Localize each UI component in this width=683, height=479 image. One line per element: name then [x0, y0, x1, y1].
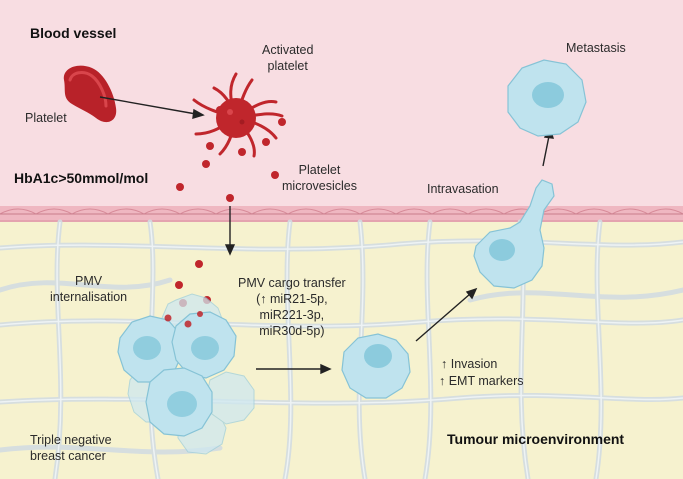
vessel-wall: [0, 206, 683, 222]
arrow-pmv-down: [224, 206, 236, 256]
label-pmv-internalisation-line2: internalisation: [50, 290, 128, 304]
arrow-to-intravasation: [415, 287, 478, 342]
tumour-region: [0, 220, 683, 479]
ecm-fibers-highlight: [0, 221, 683, 479]
tnbc-cluster: [117, 293, 255, 455]
label-platelet: Platelet: [25, 111, 67, 125]
label-pmv-cargo-line1: PMV cargo transfer: [238, 276, 346, 290]
label-platelet-microvesicles-line1: Platelet: [298, 163, 341, 177]
metastasis-cell: [507, 59, 587, 137]
label-pmv-cargo-line2: (↑ miR21-5p,: [256, 292, 328, 306]
platelet-microvesicles: [176, 106, 286, 202]
arrow-tnbc-to-cell: [256, 363, 332, 375]
invasive-cell: [341, 333, 411, 399]
label-activated-platelet: Activated platelet: [262, 42, 313, 74]
label-pmv-cargo-transfer: PMV cargo transfer (↑ miR21-5p, miR221-3…: [238, 275, 346, 339]
label-tnbc-line1: Triple negative: [30, 433, 112, 447]
label-pmv-internalisation-line1: PMV: [75, 274, 103, 288]
arrow-platelet-activation: [99, 96, 205, 119]
intravasating-cell: [473, 179, 555, 289]
label-tnbc: Triple negative breast cancer: [30, 432, 112, 464]
label-activated-platelet-line2: platelet: [267, 59, 308, 73]
label-pmv-cargo-line3: miR221-3p,: [259, 308, 325, 322]
label-activated-platelet-line1: Activated: [262, 43, 314, 57]
label-platelet-microvesicles-line2: microvesicles: [282, 179, 358, 193]
label-tumour-microenvironment: Tumour microenvironment: [447, 431, 625, 447]
label-invasion: ↑ Invasion: [441, 357, 498, 371]
label-platelet-microvesicles: Platelet microvesicles: [282, 162, 357, 194]
label-tnbc-line2: breast cancer: [30, 449, 106, 463]
label-emt-markers: ↑ EMT markers: [439, 374, 524, 388]
activated-platelet-icon: [192, 72, 284, 158]
label-pmv-cargo-line4: miR30d-5p): [259, 324, 325, 338]
label-blood-vessel: Blood vessel: [30, 25, 117, 41]
platelet-icon: [63, 65, 117, 123]
label-pmv-internalisation: PMV internalisation: [50, 273, 127, 305]
label-hba1c: HbA1c>50mmol/mol: [14, 170, 149, 186]
label-intravasation: Intravasation: [427, 182, 499, 196]
label-metastasis: Metastasis: [566, 41, 626, 55]
